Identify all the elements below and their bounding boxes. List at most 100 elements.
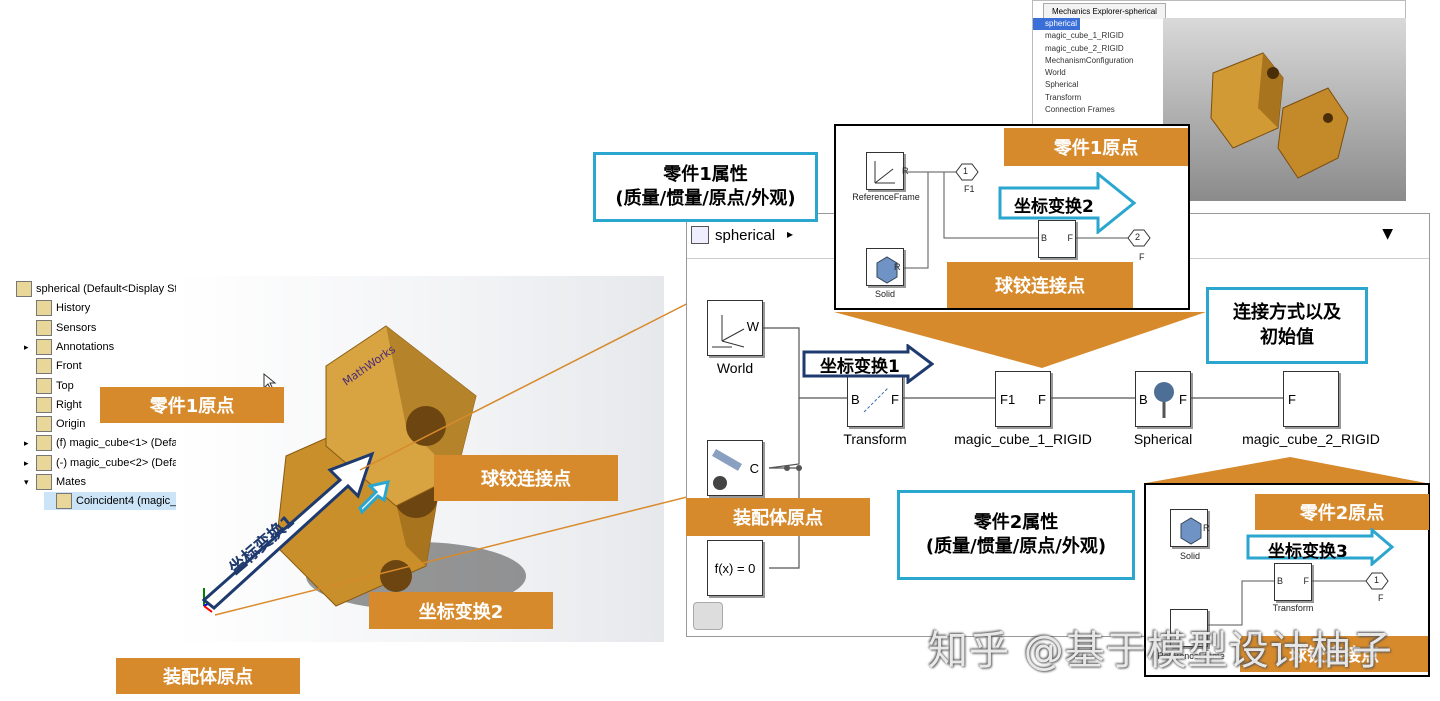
feature-tree-label: (-) magic_cube<2> (Default [56, 456, 176, 469]
spherical-joint-icon [1154, 382, 1174, 418]
world-label: World [716, 360, 754, 376]
sub2-solid-block[interactable] [1170, 509, 1208, 547]
watermark: 知乎 @基于模型设计柚子 [928, 628, 1393, 674]
sub2-transform-label: Transform [1272, 603, 1314, 613]
feature-tree-item[interactable]: Front [24, 357, 176, 375]
callout-conn-line2: 初始值 [1260, 326, 1314, 348]
expander-icon[interactable]: ▸ [24, 341, 29, 352]
expander-icon[interactable]: ▾ [24, 477, 29, 487]
sub1-refframe-block[interactable] [866, 152, 904, 190]
sub2-out1-num: 1 [1374, 575, 1380, 585]
expander-icon[interactable]: ▸ [24, 457, 29, 468]
callout-connection-initial: 连接方式以及 初始值 [1206, 287, 1368, 364]
transform-port-f: F [891, 392, 899, 407]
feature-tree-item[interactable]: Top [24, 377, 176, 395]
mech-tree-item[interactable]: Spherical [1045, 80, 1079, 90]
mechanics-explorer-3d-view[interactable] [1163, 18, 1406, 201]
feature-tree-item[interactable]: ▸ (f) magic_cube<1> (Default [24, 434, 176, 452]
mech-tree-item[interactable]: Connection Frames [1045, 105, 1115, 115]
sub2-refframe-block[interactable] [1170, 609, 1208, 647]
sub1-refframe-label: ReferenceFrame [852, 192, 920, 202]
callout-part1-line2: (质量/惯量/原点/外观) [615, 188, 796, 209]
callout-part1-line1: 零件1属性 [663, 163, 748, 185]
expander-icon[interactable]: ▸ [24, 438, 29, 449]
cube1-block[interactable]: F1 F [995, 371, 1051, 427]
plane-icon [36, 377, 52, 394]
data-store-icon[interactable] [693, 602, 723, 630]
sub1-solid-label: Solid [874, 289, 895, 299]
sub2-out1-label: F [1378, 593, 1384, 603]
sub1-out1-label: F1 [964, 184, 975, 194]
mech-tree-item[interactable]: magic_cube_1_RIGID [1045, 31, 1124, 41]
transform2-label-right: 坐标变换2 [1014, 197, 1094, 217]
mech-tree-item[interactable]: spherical [1033, 18, 1081, 31]
feature-tree-item[interactable]: Coincident4 (magic_cu [44, 492, 176, 511]
tag-part1-origin-left: 零件1原点 [100, 387, 284, 423]
sub2-solid-port: R [1203, 523, 1210, 533]
tag-spherical-joint-left: 球铰连接点 [434, 455, 618, 501]
spherical-port-f: F [1179, 392, 1187, 407]
cube2-block[interactable]: F [1283, 371, 1339, 427]
part-icon [36, 454, 52, 471]
transform2-arrow [358, 480, 390, 515]
mates-icon [36, 474, 52, 491]
mech-tree-item[interactable]: magic_cube_2_RIGID [1045, 43, 1124, 53]
tag-assembly-origin-right: 装配体原点 [686, 498, 870, 536]
feature-tree-label: Coincident4 (magic_cu [76, 495, 176, 508]
sub2-lines [1208, 572, 1389, 626]
feature-tree-label: Origin [56, 418, 86, 431]
spherical-label: Spherical [1133, 431, 1193, 447]
dropdown-icon[interactable]: ▼ [1382, 226, 1393, 242]
solver-config-block[interactable]: C [707, 440, 763, 496]
feature-tree-item[interactable]: ▾Mates [24, 473, 176, 491]
mech-tree-item[interactable]: World [1045, 68, 1066, 78]
feature-tree-item[interactable]: Origin [24, 415, 176, 433]
spherical-port-b: B [1139, 392, 1148, 407]
world-block[interactable]: W [707, 300, 763, 356]
sub1-transform-port-b: B [1041, 233, 1048, 243]
transform-label: Transform [843, 431, 907, 447]
sub1-solid-block[interactable] [866, 248, 904, 286]
robot-arm-icon [712, 449, 742, 490]
feature-tree-item[interactable]: ▸Annotations [24, 338, 176, 356]
fx-text: f(x) = 0 [714, 560, 756, 576]
assembly-icon [16, 281, 32, 298]
mech-tree-item[interactable]: MechanismConfiguration [1045, 55, 1134, 65]
mech-tree-item[interactable]: Transform [1045, 92, 1082, 102]
cube2-port-f: F [1288, 392, 1296, 407]
sub1-refframe-port: R [902, 166, 909, 176]
sub1-lines [904, 163, 1151, 269]
sub1-out2-num: 2 [1135, 232, 1141, 242]
transform-port-b: B [851, 392, 860, 407]
zoom-funnel-1 [834, 312, 1206, 368]
transform1-arrow-right [802, 344, 934, 384]
plane-icon [36, 358, 52, 375]
fx-block[interactable]: f(x) = 0 [707, 540, 763, 596]
feature-tree-item[interactable]: spherical (Default<Display Stat [4, 280, 176, 298]
cube1-port-f1: F1 [1000, 392, 1016, 407]
part-icon [36, 435, 52, 452]
feature-tree-label: Front [56, 360, 82, 373]
feature-tree-label: (f) magic_cube<1> (Default [56, 437, 176, 450]
history-icon [36, 300, 52, 317]
sub2-solid-label: Solid [1179, 551, 1200, 561]
sub2-transform-block[interactable]: B F [1274, 563, 1312, 601]
sub1-out1-num: 1 [963, 166, 969, 176]
breadcrumb-model[interactable]: spherical [715, 227, 776, 244]
transform2-arrow-right [998, 172, 1137, 234]
transform1-arrow [201, 451, 375, 610]
feature-tree-item[interactable]: Sensors [24, 319, 176, 337]
mechanics-explorer-tab[interactable]: Mechanics Explorer-spherical [1043, 3, 1166, 19]
sensor-icon [36, 319, 52, 336]
feature-tree-item[interactable]: History [24, 299, 176, 317]
feature-tree-item[interactable]: ▸ (-) magic_cube<2> (Default [24, 454, 176, 472]
callout-part2-line2: (质量/惯量/原点/外观) [925, 536, 1107, 557]
sub2-transform-port-b: B [1277, 576, 1284, 586]
feature-tree-item[interactable]: Right [24, 396, 176, 414]
spherical-block[interactable]: B F [1135, 371, 1191, 427]
sub1-transform-block[interactable]: B F [1038, 220, 1076, 258]
tag-part2-origin: 零件2原点 [1255, 494, 1429, 530]
callout-part2-line1: 零件2属性 [973, 511, 1059, 533]
